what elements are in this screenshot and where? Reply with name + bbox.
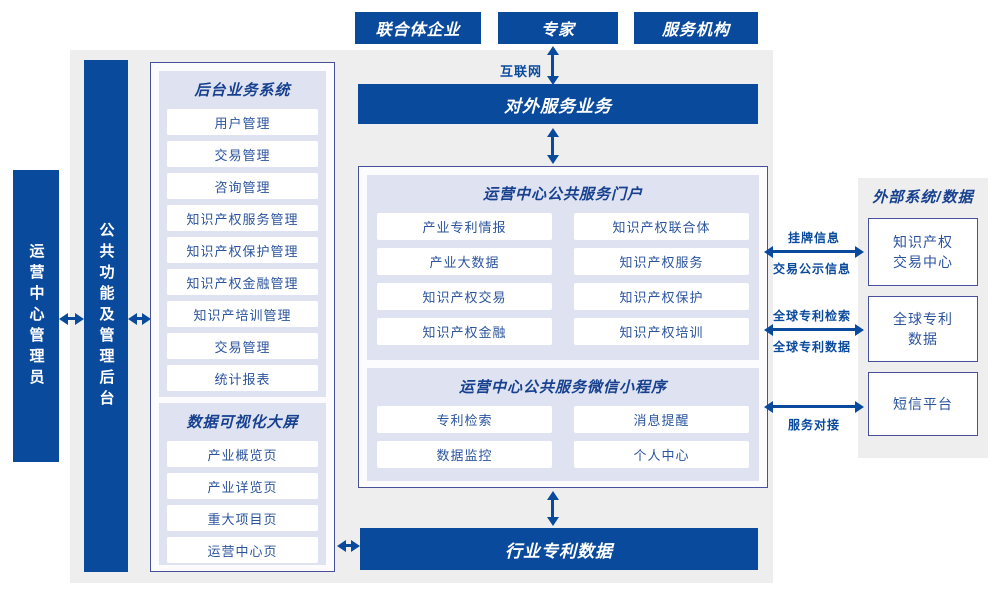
link-label-global-patent-search: 全球专利检索 — [772, 309, 851, 323]
portal-title: 运营中心公共服务门户 — [482, 186, 643, 203]
grid-item: 产业专利情报 — [377, 213, 552, 240]
external-box-label: 全球专利数据 — [892, 310, 953, 347]
portal-panel: 运营中心公共服务门户 产业专利情报 知识产权联合体 产业大数据 知识产权服务 知… — [367, 175, 759, 360]
link-label-global-patent-data: 全球专利数据 — [772, 340, 851, 354]
list-item: 重大项目页 — [167, 505, 318, 531]
list-item: 统计报表 — [167, 365, 318, 391]
admin-label: 运营中心管理员 — [27, 242, 45, 390]
actor-experts: 专家 — [498, 12, 618, 44]
data-screen-title: 数据可视化大屏 — [186, 414, 299, 431]
miniprogram-grid: 专利检索 消息提醒 数据监控 个人中心 — [377, 406, 749, 468]
actor-consortium-enterprises: 联合体企业 — [355, 12, 481, 44]
public-function-backend-bar: 公共功能及管理后台 — [84, 60, 128, 572]
external-box-sms-platform: 短信平台 — [868, 372, 978, 436]
arrow-admin-to-backend — [68, 317, 75, 320]
external-box-label: 知识产权交易中心 — [892, 233, 953, 270]
list-item: 知识产权服务管理 — [167, 205, 318, 231]
internet-label: 互联网 — [499, 64, 542, 79]
arrow-backend-to-column — [137, 317, 142, 320]
grid-item: 知识产权金融 — [377, 318, 552, 345]
center-services-container: 运营中心公共服务门户 产业专利情报 知识产权联合体 产业大数据 知识产权服务 知… — [358, 166, 768, 488]
grid-item: 个人中心 — [574, 441, 749, 468]
list-item: 交易管理 — [167, 141, 318, 167]
actor-label: 联合体企业 — [375, 22, 461, 39]
external-box-global-patent-data: 全球专利数据 — [868, 296, 978, 362]
industry-patent-data-bar: 行业专利数据 — [360, 528, 758, 570]
backend-bar-label: 公共功能及管理后台 — [97, 221, 115, 411]
backend-system-panel: 后台业务系统 用户管理 交易管理 咨询管理 知识产权服务管理 知识产权保护管理 … — [159, 71, 326, 397]
actor-label: 专家 — [540, 22, 575, 39]
list-item: 知识产培训管理 — [167, 301, 318, 327]
grid-item: 知识产权保护 — [574, 283, 749, 310]
grid-item: 知识产权交易 — [377, 283, 552, 310]
external-systems-title: 外部系统/数据 — [872, 189, 974, 206]
list-item: 产业详览页 — [167, 473, 318, 499]
arrow-center-to-patent-data — [551, 500, 554, 517]
list-item: 用户管理 — [167, 109, 318, 135]
data-screen-list: 产业概览页 产业详览页 重大项目页 运营中心页 — [167, 441, 318, 563]
actor-service-agencies: 服务机构 — [634, 12, 758, 44]
list-item: 运营中心页 — [167, 537, 318, 563]
list-item: 知识产权保护管理 — [167, 237, 318, 263]
grid-item: 知识产权培训 — [574, 318, 749, 345]
list-item: 知识产权金融管理 — [167, 269, 318, 295]
grid-item: 数据监控 — [377, 441, 552, 468]
grid-item: 消息提醒 — [574, 406, 749, 433]
backend-column-container: 后台业务系统 用户管理 交易管理 咨询管理 知识产权服务管理 知识产权保护管理 … — [150, 62, 335, 572]
arrow-global-patent — [773, 328, 855, 331]
external-systems-title-wrap: 外部系统/数据 — [858, 186, 988, 210]
external-box-label: 短信平台 — [893, 395, 953, 412]
arrow-ip-trade-center — [773, 250, 855, 253]
list-item: 交易管理 — [167, 333, 318, 359]
grid-item: 知识产权联合体 — [574, 213, 749, 240]
link-label-listing-info: 挂牌信息 — [787, 231, 840, 245]
industry-patent-data-label: 行业专利数据 — [505, 541, 613, 561]
grid-item: 产业大数据 — [377, 248, 552, 275]
data-screen-panel: 数据可视化大屏 产业概览页 产业详览页 重大项目页 运营中心页 — [159, 403, 326, 565]
miniprogram-panel: 运营中心公共服务微信小程序 专利检索 消息提醒 数据监控 个人中心 — [367, 368, 759, 481]
backend-system-list: 用户管理 交易管理 咨询管理 知识产权服务管理 知识产权保护管理 知识产权金融管… — [167, 109, 318, 391]
external-box-ip-trade-center: 知识产权交易中心 — [868, 218, 978, 286]
list-item: 咨询管理 — [167, 173, 318, 199]
arrow-service-to-portal — [551, 137, 554, 155]
grid-item: 知识产权服务 — [574, 248, 749, 275]
internet-arrow — [551, 55, 554, 76]
external-service-bar: 对外服务业务 — [358, 84, 758, 124]
list-item: 产业概览页 — [167, 441, 318, 467]
operation-center-admin-box: 运营中心管理员 — [13, 170, 59, 462]
link-label-trade-publicity: 交易公示信息 — [772, 262, 851, 276]
portal-grid: 产业专利情报 知识产权联合体 产业大数据 知识产权服务 知识产权交易 知识产权保… — [377, 213, 749, 345]
arrow-column-to-patent-data — [346, 544, 351, 547]
arrow-sms-platform — [773, 405, 855, 408]
actor-label: 服务机构 — [661, 22, 730, 39]
link-label-service-connect: 服务对接 — [787, 418, 840, 432]
grid-item: 专利检索 — [377, 406, 552, 433]
backend-system-title: 后台业务系统 — [194, 82, 291, 99]
miniprogram-title: 运营中心公共服务微信小程序 — [458, 379, 667, 396]
external-service-label: 对外服务业务 — [504, 96, 612, 116]
